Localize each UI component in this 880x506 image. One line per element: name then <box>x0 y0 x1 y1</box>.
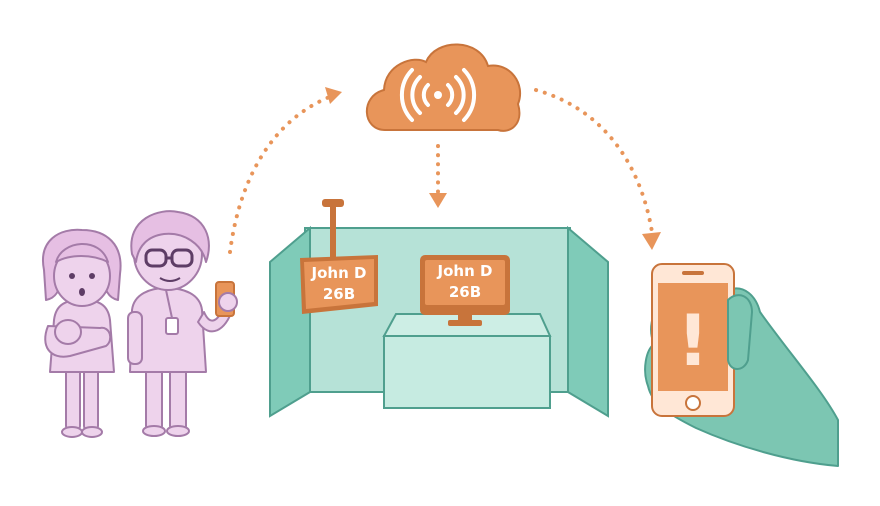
bed-sign-name: John D <box>311 264 367 282</box>
room-left-panel <box>269 225 311 418</box>
exclamation-icon: ! <box>677 300 709 382</box>
arrow-heads <box>325 87 661 250</box>
mother-with-baby-figure <box>42 228 122 438</box>
monitor-room: 26B <box>449 283 481 301</box>
arrowhead-room <box>429 193 447 208</box>
bed-sign-room: 26B <box>323 285 355 303</box>
arrowhead-phone <box>642 232 661 250</box>
monitor: John D 26B <box>420 255 510 326</box>
arrow-person-to-cloud <box>228 94 334 254</box>
bed-sign: John D 26B <box>300 199 378 314</box>
cloud-icon <box>365 43 521 132</box>
arrowhead-cloud <box>325 87 342 104</box>
monitor-name: John D <box>437 262 493 280</box>
id-badge <box>165 317 179 335</box>
hand-with-phone: ! <box>644 263 839 467</box>
desk-front <box>383 335 551 409</box>
nurse-figure <box>127 210 238 437</box>
wireless-signal-icon <box>399 68 477 122</box>
arrow-cloud-to-phone <box>534 88 654 234</box>
room-right-panel <box>567 225 609 418</box>
thumb <box>727 294 754 370</box>
flow-arrows <box>228 88 654 254</box>
glasses-icon <box>144 248 194 268</box>
